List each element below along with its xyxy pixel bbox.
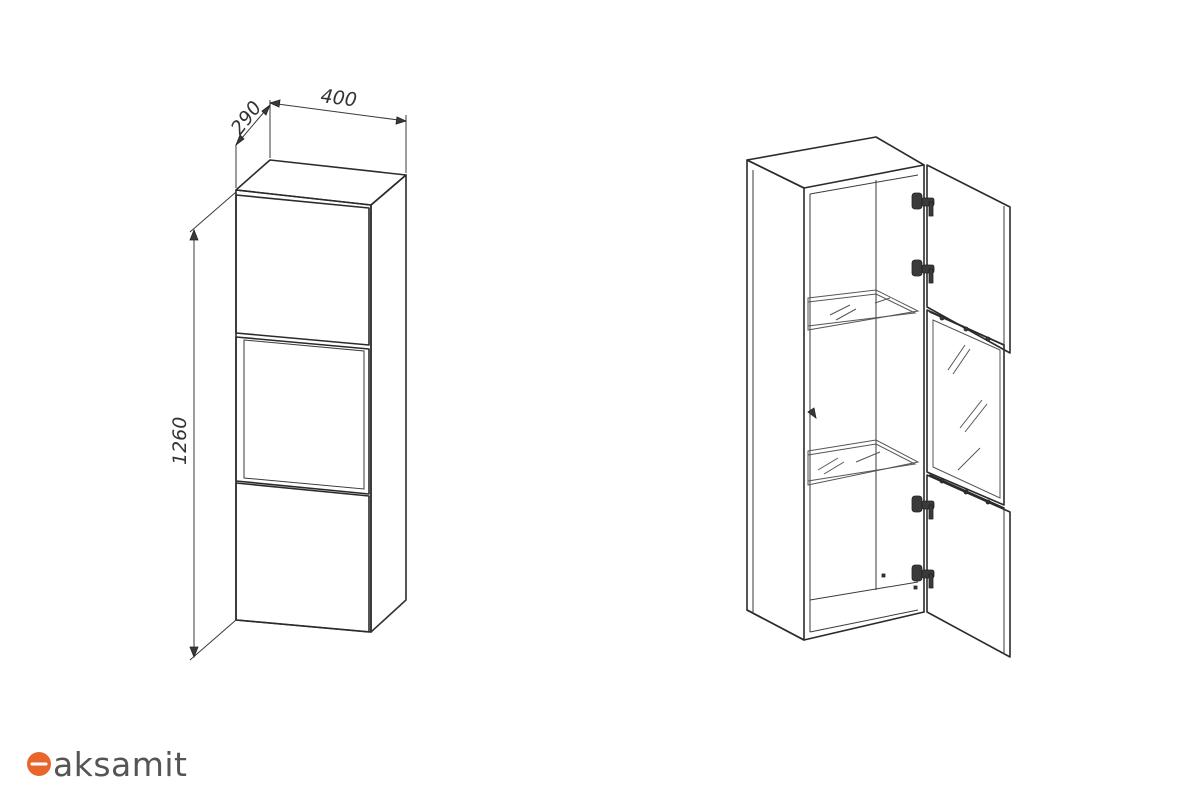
cabinet-front-face: [235, 189, 372, 633]
hinge-icon: [911, 259, 935, 284]
interior-bottom-front: [809, 609, 919, 633]
glass-door-panel: [235, 336, 370, 495]
glass-door-reflection-1: [947, 344, 966, 371]
glass-door-reflection-4: [964, 403, 988, 433]
top-door-panel: [235, 194, 370, 346]
interior-top-line: [809, 174, 919, 195]
cabinet-side-face: [370, 174, 407, 633]
glass-door-reflection-2: [952, 348, 971, 375]
height-label: 1260: [169, 417, 191, 465]
glass-door-reflection-3: [959, 399, 983, 429]
closed-cabinet-view: [235, 159, 407, 633]
open-cabinet-bottom-edge: [746, 609, 925, 641]
height-extension-bottom: [189, 619, 237, 661]
bottom-door-panel: [235, 482, 370, 633]
brand-logo: aksamit: [26, 744, 188, 784]
screw-mark: [913, 585, 918, 590]
glass-door-brackets: [929, 311, 1005, 509]
lower-glass-shelf: [807, 439, 920, 486]
hinge-icon: [911, 495, 935, 520]
depth-label: 290: [227, 97, 267, 139]
width-arrow-end: [395, 116, 408, 125]
depth-arrow-end: [261, 103, 271, 116]
width-dimension-line: [269, 102, 407, 122]
lower-shelf-reflection-1: [817, 457, 839, 471]
depth-dimension: 290: [227, 97, 271, 188]
hinge-icon: [911, 564, 935, 589]
open-top-door: [926, 164, 1011, 354]
width-arrow-start: [268, 99, 281, 108]
height-dimension: 1260: [169, 191, 237, 661]
lower-shelf-reflection-2: [823, 461, 845, 475]
open-glass-door-pane: [932, 319, 1001, 499]
cabinet-bottom-edge: [370, 599, 407, 633]
upper-glass-shelf: [807, 289, 920, 331]
upper-shelf-reflection-2: [835, 308, 857, 321]
upper-shelf-reflection-3: [874, 297, 891, 304]
width-dimension: 400: [268, 85, 408, 173]
width-label: 400: [319, 85, 358, 111]
open-cabinet-left-side: [746, 159, 805, 641]
glass-door-reflection-5: [957, 447, 981, 471]
glass-door-inner-frame: [243, 339, 365, 490]
lower-shelf-reflection-3: [855, 451, 881, 463]
brand-name: aksamit: [53, 744, 188, 784]
height-extension-top: [189, 191, 237, 233]
hinge-icon: [911, 192, 935, 217]
interior-bottom-back: [809, 581, 919, 601]
upper-shelf-inner: [807, 293, 917, 327]
upper-shelf-reflection-1: [829, 304, 851, 316]
lower-shelf-inner: [807, 443, 917, 482]
latch-mark: [807, 407, 817, 419]
open-cabinet-top-face: [746, 136, 925, 189]
logo-mark-icon: [26, 751, 52, 777]
height-arrow-top: [189, 228, 199, 241]
depth-arrow-start: [235, 134, 245, 147]
screw-mark: [881, 573, 886, 578]
height-arrow-bottom: [189, 646, 199, 659]
open-bottom-door: [926, 474, 1011, 658]
open-cabinet-view: [746, 136, 1011, 658]
